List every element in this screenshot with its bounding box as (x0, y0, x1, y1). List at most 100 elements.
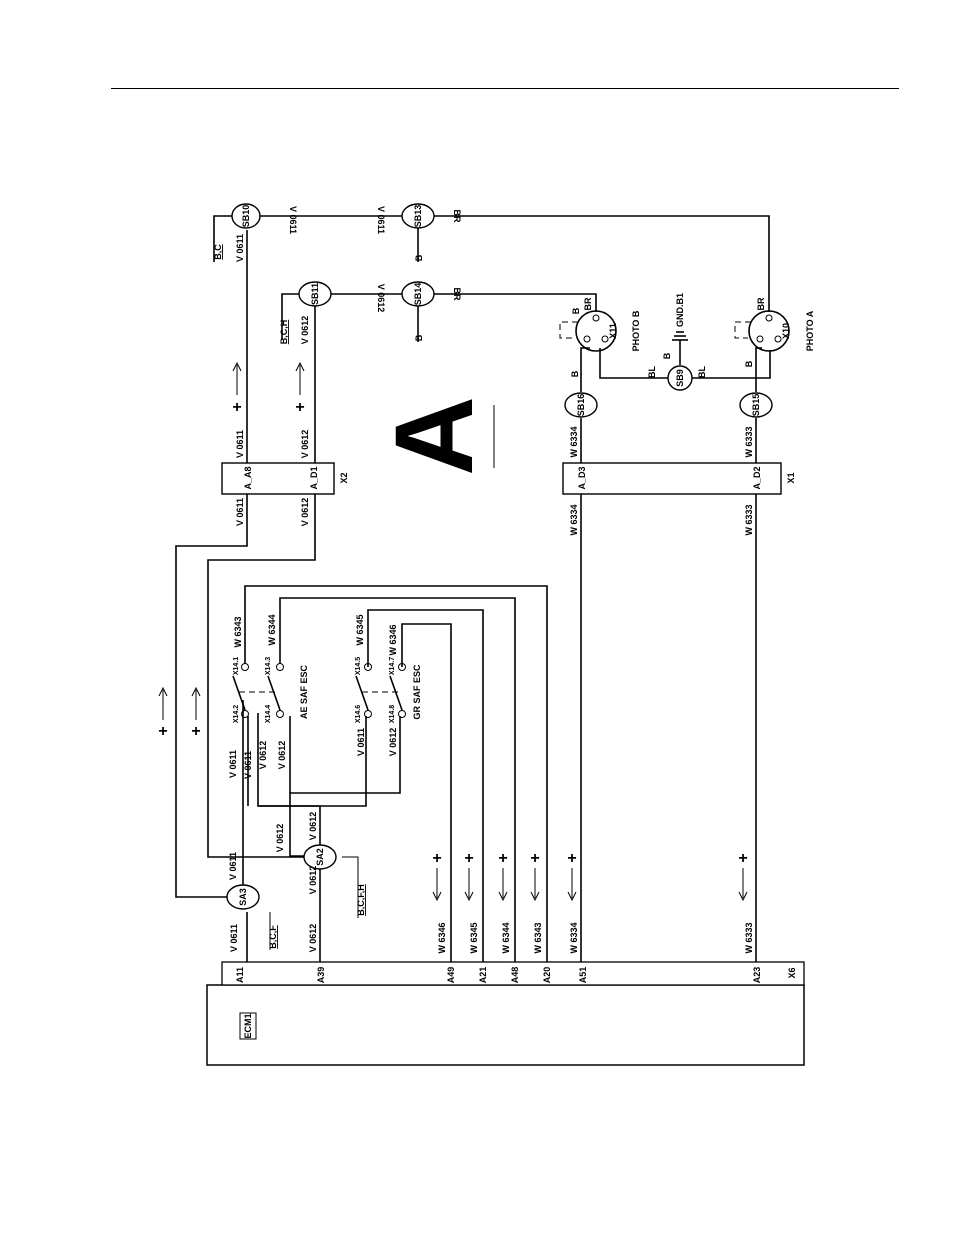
wire-label-v0611-g: V 0611 (235, 498, 245, 526)
wire-label-v0611-e: V 0611 (356, 728, 366, 756)
ground-symbol (672, 331, 688, 341)
wire-label-v0611-d: V 0611 (243, 751, 253, 779)
connector-x1-box (562, 462, 782, 495)
plus-symbol-9: + (567, 850, 576, 867)
pin-a23: A23 (752, 967, 762, 984)
wire-label-v0612-e: V 0612 (258, 741, 268, 770)
x2-pin-a8: A_A8 (243, 466, 253, 489)
wire-label-w6346-b: W 6346 (388, 624, 398, 655)
wire-label-w6344-b: W 6344 (267, 614, 277, 645)
pin-a51: A51 (578, 967, 588, 984)
wire-label-v0611-i: V 0611 (288, 206, 298, 234)
splice-sb11: SB11 (310, 283, 320, 305)
ecm-module-box (206, 984, 805, 1066)
sensor-photo-a (734, 310, 790, 352)
switch-gr-saf-esc (355, 663, 406, 718)
wire-label-v0612-b: V 0612 (308, 866, 318, 895)
pin-x14-8: X14.8 (389, 705, 396, 723)
wire-label-v0612-h: V 0612 (300, 430, 310, 459)
pin-a39: A39 (316, 967, 326, 984)
color-br-4: BR (756, 297, 766, 310)
wire-label-v0611-j: V 0611 (376, 206, 386, 234)
sensor-photo-b-label: PHOTO B (631, 310, 641, 351)
splice-sa2: SA2 (315, 848, 325, 866)
section-letter: A (373, 396, 496, 475)
splice-sb14: SB14 (413, 283, 423, 306)
sensor-photo-b (559, 310, 617, 352)
ecm-connector-x6 (221, 961, 805, 986)
splice-sa3: SA3 (238, 888, 248, 906)
wire-label-w6343-a: W 6343 (533, 922, 543, 953)
pin-x14-2: X14.2 (233, 705, 240, 723)
wire-label-v0611-c: V 0611 (228, 750, 238, 778)
color-br-2: BR (452, 288, 462, 301)
wire-label-w6334-b: W 6334 (569, 504, 579, 535)
plus-symbol-5: + (432, 850, 441, 867)
pin-x14-5: X14.5 (355, 657, 362, 675)
wire-label-w6345-b: W 6345 (355, 614, 365, 645)
pin-x14-4: X14.4 (265, 705, 272, 723)
wire-label-v0611-f: V 0611 (235, 430, 245, 458)
plus-symbol-10: + (738, 850, 747, 867)
sensor-photo-a-label: PHOTO A (805, 310, 815, 351)
ground-label: GND.B1 (675, 293, 685, 327)
pin-a21: A21 (478, 967, 488, 984)
wire-label-w6345-a: W 6345 (469, 922, 479, 953)
wire-label-w6333-c: W 6333 (744, 426, 754, 457)
color-b-2: B (744, 360, 754, 367)
wire-label-w6346-a: W 6346 (437, 922, 447, 953)
plus-symbol-6: + (464, 850, 473, 867)
ref-b-sb14: B (414, 334, 424, 341)
plus-symbol-4: + (191, 723, 200, 740)
wire-network (175, 215, 771, 962)
switch-gr-label: GR SAF ESC (412, 664, 422, 720)
connector-x2-box (221, 462, 335, 495)
splice-bubbles (226, 203, 773, 910)
pin-a48: A48 (510, 967, 520, 984)
ecm-label: ECM1 (243, 1013, 253, 1038)
plus-symbol-2: + (295, 399, 304, 416)
pin-a20: A20 (542, 967, 552, 984)
plus-symbol-3: + (158, 723, 167, 740)
ref-bcfh: B,C,F,H (356, 884, 366, 916)
pin-x14-1: X14.1 (233, 657, 240, 675)
switch-ae-saf-esc (232, 663, 284, 718)
ref-b-sb13: B (414, 254, 424, 261)
wire-label-v0612-i: V 0612 (300, 498, 310, 527)
wire-label-v0612-k: V 0612 (376, 284, 386, 313)
wire-label-w6333-a: W 6333 (744, 922, 754, 953)
color-br-1: BR (452, 210, 462, 223)
ref-bch: B,C,H (279, 320, 289, 345)
pin-a11: A11 (235, 967, 245, 983)
wire-label-v0612-g: V 0612 (388, 728, 398, 757)
ref-bcf: B,C,F (268, 925, 278, 949)
x1-pin-d3: A_D3 (577, 466, 587, 489)
x2-label: X2 (339, 472, 349, 483)
x1-pin-d2: A_D2 (752, 466, 762, 489)
pin-a49: A49 (446, 967, 456, 984)
wire-label-w6334-a: W 6334 (569, 922, 579, 953)
splice-sb15: SB15 (751, 394, 761, 417)
splice-sb13: SB13 (413, 205, 423, 228)
wire-label-v0612-a: V 0612 (308, 924, 318, 953)
color-bl-2: BL (697, 366, 707, 378)
wire-label-w6343-b: W 6343 (233, 616, 243, 647)
switch-ae-label: AE SAF ESC (299, 664, 309, 719)
color-bl-1: BL (647, 366, 657, 378)
sensor-x11-label: X11 (608, 323, 618, 339)
wire-label-w6333-b: W 6333 (744, 504, 754, 535)
wire-label-v0612-d: V 0612 (308, 812, 318, 841)
x1-label: X1 (786, 472, 796, 483)
sensor-x10-label: X10 (781, 323, 791, 339)
wire-label-v0611-a: V 0611 (229, 924, 239, 952)
splice-sb9: SB9 (675, 369, 685, 387)
wire-label-v0612-f: V 0612 (277, 741, 287, 770)
plus-symbol-1: + (232, 399, 241, 416)
plus-symbol-7: + (498, 850, 507, 867)
color-br-3: BR (583, 297, 593, 310)
x2-pin-d1: A_D1 (309, 466, 319, 489)
pin-x14-7: X14.7 (389, 657, 396, 675)
splice-sb16: SB16 (576, 394, 586, 417)
